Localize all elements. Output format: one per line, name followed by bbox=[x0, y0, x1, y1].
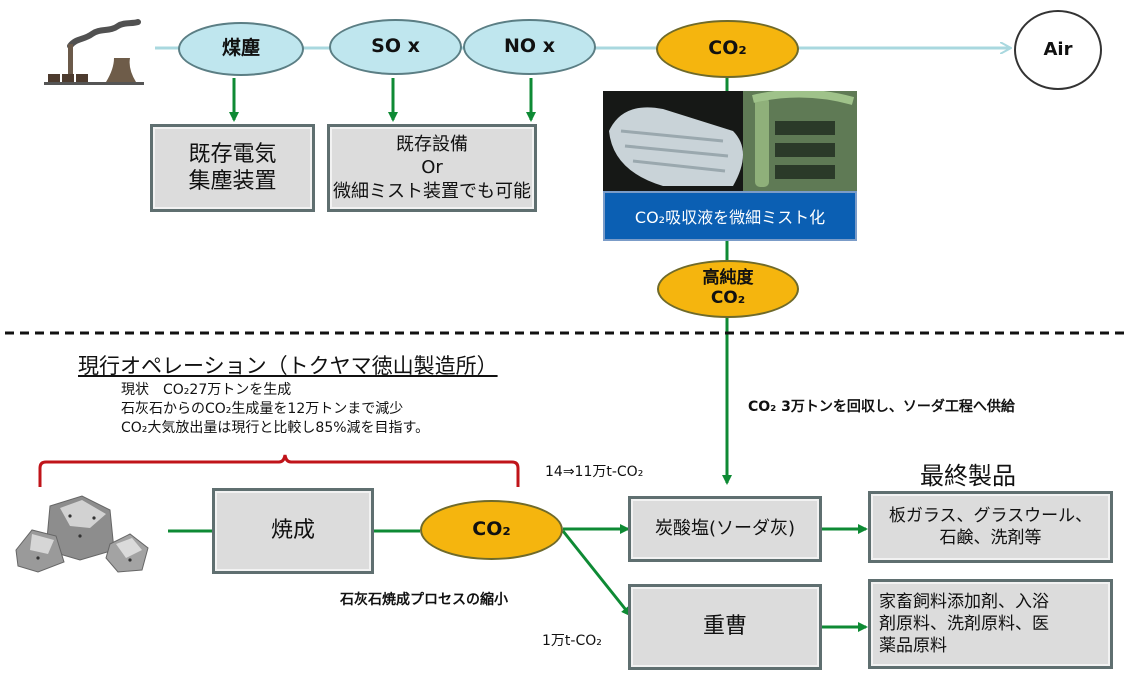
arrow-co2-to-bicarbonate bbox=[561, 530, 632, 617]
box-carbonate: 炭酸塩(ソーダ灰) bbox=[628, 496, 822, 562]
factory-icon bbox=[44, 19, 144, 85]
box-existing-equipment: 既存設備 Or 微細ミスト装置でも可能 bbox=[327, 124, 537, 212]
box-dust-line1: 既存電気 bbox=[188, 141, 277, 167]
flow-to-carbonate-label: 14⇒11万t-CO₂ bbox=[545, 464, 644, 480]
mist-equipment-photo bbox=[603, 91, 857, 191]
bottom-co2-label: CO₂ bbox=[472, 518, 511, 541]
final-bicarbonate-line3: 薬品原料 bbox=[879, 636, 947, 657]
final-carbonate-line1: 板ガラス、グラスウール、 bbox=[888, 505, 1093, 526]
high-purity-line1: 高純度 bbox=[702, 268, 754, 289]
note-line-1: 現状 CO₂27万トンを生成 bbox=[121, 382, 292, 398]
current-operation-notes: 現状 CO₂27万トンを生成 石灰石からのCO₂生成量を12万トンまで減少 CO… bbox=[121, 381, 429, 438]
air-label: Air bbox=[1043, 38, 1073, 60]
pollutant-nox-label: NO x bbox=[504, 35, 555, 58]
recovery-note: CO₂ 3万トンを回収し、ソーダ工程へ供給 bbox=[748, 399, 1015, 415]
flow-to-bicarbonate-label: 1万t-CO₂ bbox=[542, 633, 602, 649]
high-purity-line2: CO₂ bbox=[710, 288, 746, 308]
box-final-products-bicarbonate: 家畜飼料添加剤、入浴 剤原料、洗剤原料、医 薬品原料 bbox=[868, 579, 1113, 669]
high-purity-co2: 高純度 CO₂ bbox=[657, 260, 799, 318]
pollutant-dust-label: 煤塵 bbox=[221, 37, 260, 60]
note-line-2: 石灰石からのCO₂生成量を12万トンまで減少 bbox=[121, 400, 404, 417]
pollutant-sox-label: SO x bbox=[371, 35, 420, 58]
bicarbonate-label: 重曹 bbox=[702, 614, 747, 640]
mist-caption-bar: CO₂吸収液を微細ミスト化 bbox=[603, 191, 857, 241]
pollutant-dust: 煤塵 bbox=[178, 22, 304, 76]
pollutant-nox: NO x bbox=[463, 19, 596, 75]
photo-illustration bbox=[603, 91, 857, 191]
mist-caption: CO₂吸収液を微細ミスト化 bbox=[634, 208, 826, 227]
bottom-co2: CO₂ bbox=[420, 500, 563, 560]
pollutant-sox: SO x bbox=[329, 19, 462, 75]
box-bicarbonate: 重曹 bbox=[628, 584, 822, 670]
pollutant-co2-label: CO₂ bbox=[708, 37, 747, 60]
limestone-icon bbox=[15, 495, 149, 573]
box-sox-nox-line2: Or bbox=[421, 157, 443, 179]
final-bicarbonate-line1: 家畜飼料添加剤、入浴 bbox=[879, 591, 1049, 612]
box-electrostatic-precipitator: 既存電気 集塵装置 bbox=[150, 124, 315, 212]
box-sox-nox-line1: 既存設備 bbox=[396, 133, 468, 155]
current-operation-heading: 現行オペレーション（トクヤマ徳山製造所） bbox=[78, 354, 498, 378]
calcination-note: 石灰石焼成プロセスの縮小 bbox=[340, 592, 508, 608]
final-carbonate-line2: 石鹸、洗剤等 bbox=[939, 528, 1042, 548]
box-dust-line2: 集塵装置 bbox=[188, 169, 277, 194]
air-node: Air bbox=[1014, 10, 1102, 90]
carbonate-label: 炭酸塩(ソーダ灰) bbox=[654, 518, 796, 540]
final-bicarbonate-line2: 剤原料、洗剤原料、医 bbox=[879, 613, 1049, 634]
box-final-products-carbonate: 板ガラス、グラスウール、 石鹸、洗剤等 bbox=[868, 491, 1113, 563]
box-calcination: 焼成 bbox=[212, 488, 374, 574]
note-line-3: CO₂大気放出量は現行と比較し85%減を目指す。 bbox=[121, 419, 430, 436]
red-brace bbox=[38, 454, 520, 487]
final-products-title: 最終製品 bbox=[920, 462, 1016, 490]
calcination-label: 焼成 bbox=[270, 518, 315, 544]
box-sox-nox-line3: 微細ミスト装置でも可能 bbox=[333, 180, 531, 202]
pollutant-co2: CO₂ bbox=[656, 20, 799, 78]
